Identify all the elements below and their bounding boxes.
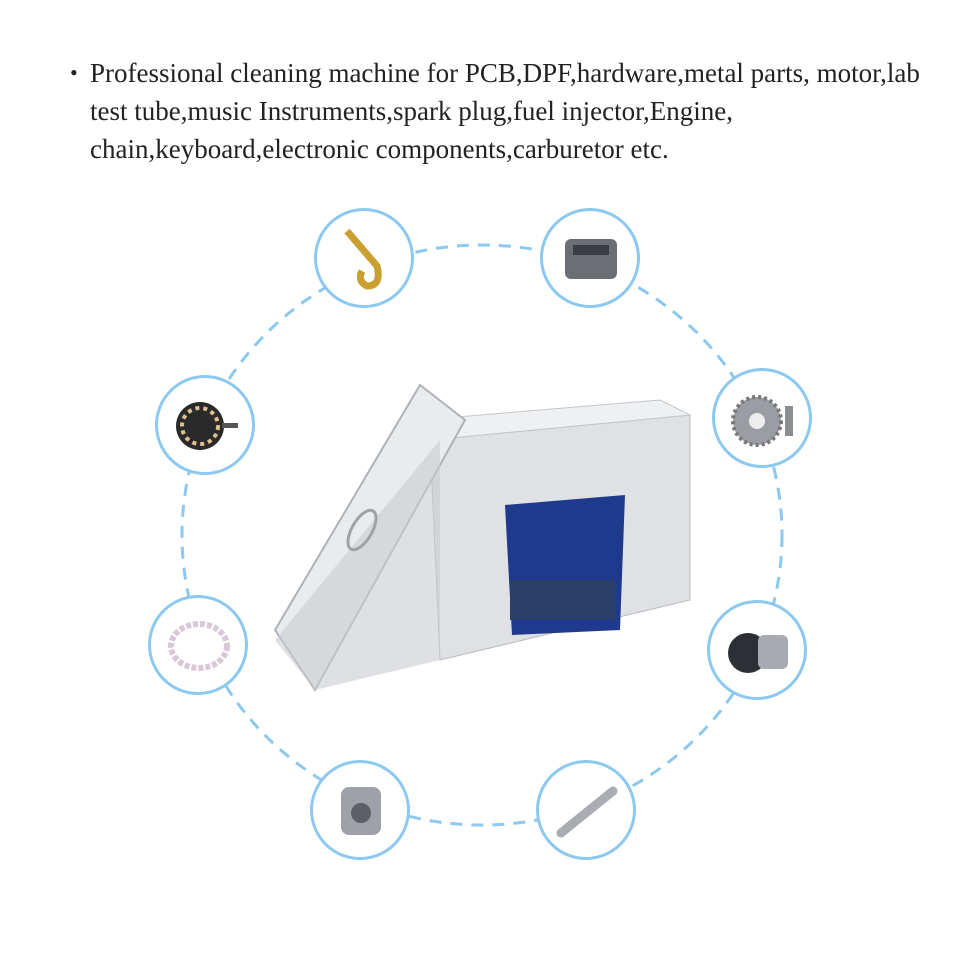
product-description: • Professional cleaning machine for PCB,… — [70, 54, 940, 168]
dashed-ring — [180, 243, 784, 827]
item-compressor — [707, 600, 807, 700]
pump-icon — [341, 787, 381, 835]
item-saxophone — [314, 208, 414, 308]
description-text: Professional cleaning machine for PCB,DP… — [90, 58, 920, 164]
item-bracelet — [148, 595, 248, 695]
item-shaft — [536, 760, 636, 860]
compressor-icon — [728, 633, 788, 673]
item-gear — [712, 368, 812, 468]
item-engine — [540, 208, 640, 308]
bullet: • — [70, 60, 78, 85]
bracelet-icon — [168, 621, 230, 671]
engine-icon — [565, 239, 617, 279]
ultrasonic-cleaner — [273, 383, 692, 692]
saxophone-icon — [344, 228, 382, 290]
motor-icon — [176, 402, 238, 450]
shaft-icon — [556, 786, 618, 838]
item-motor — [155, 375, 255, 475]
item-pump — [310, 760, 410, 860]
gear-icon — [731, 395, 793, 447]
